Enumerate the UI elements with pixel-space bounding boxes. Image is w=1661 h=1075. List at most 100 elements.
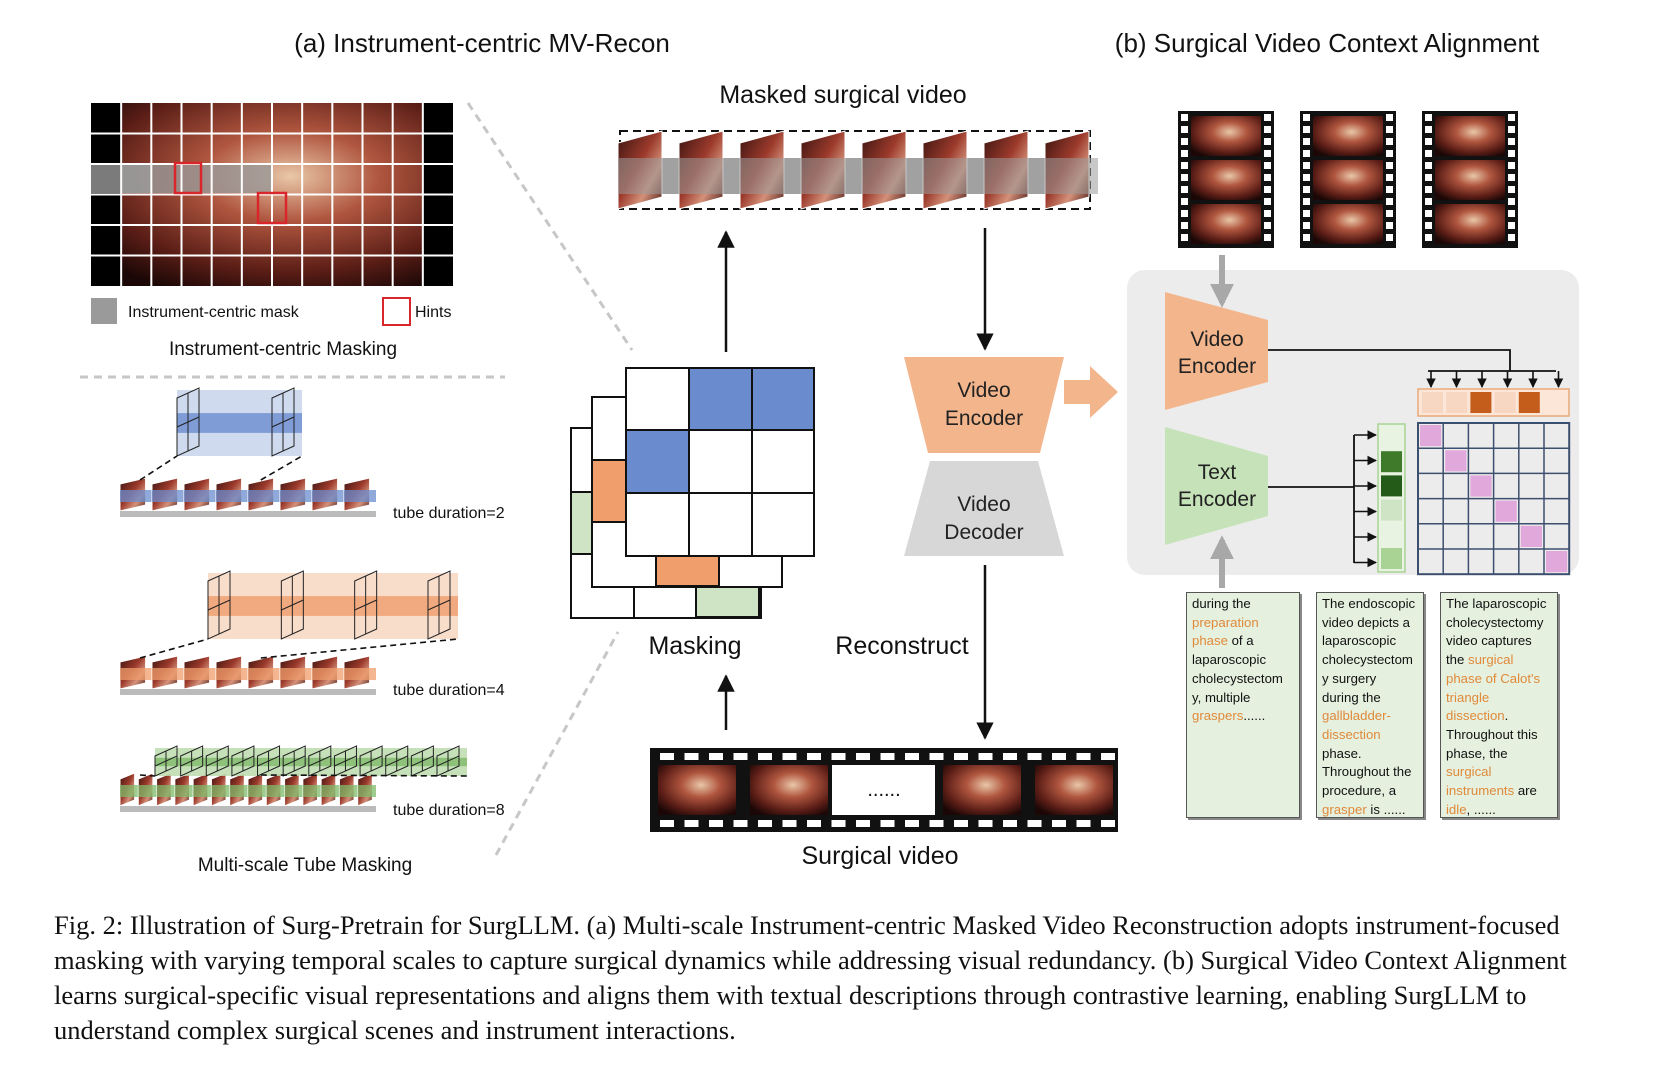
film-hole — [660, 753, 674, 760]
text-line: Throughout the — [1322, 764, 1412, 780]
tube-band — [120, 490, 152, 502]
text-embed-cell — [1381, 499, 1402, 521]
text-encoder-b-line2: Encoder — [1178, 488, 1256, 511]
film-hole — [1003, 820, 1017, 827]
film-hole — [660, 820, 674, 827]
tube-cell — [385, 745, 409, 777]
video-decoder-center-line2: Decoder — [944, 521, 1023, 544]
tube-zoom-band — [208, 596, 458, 616]
zoom-line-top — [466, 102, 634, 351]
tube-cell — [180, 745, 204, 777]
film-hole — [929, 753, 944, 760]
matrix-diagonal-cell — [1420, 425, 1442, 447]
tube-cell — [231, 745, 255, 777]
text-line: phase of Calot's — [1446, 670, 1541, 686]
surgical-video-label: Surgical video — [801, 842, 958, 870]
tube-cell — [280, 570, 304, 640]
text-line: phase of a — [1192, 633, 1254, 649]
film-hole — [1003, 753, 1017, 760]
tube-band — [248, 668, 280, 680]
tube-band — [174, 785, 194, 797]
film-hole — [807, 753, 821, 760]
text-line: y surgery — [1322, 670, 1377, 686]
matrix-diagonal-cell — [1445, 450, 1467, 472]
tube-zoom-band — [155, 757, 467, 767]
video-embed-cell — [1494, 392, 1516, 413]
film-hole — [954, 820, 968, 827]
tube-band — [284, 785, 303, 797]
video-embedding-row — [1417, 371, 1570, 417]
tube-band — [138, 785, 157, 797]
video-encoder-center-line2: Encoder — [945, 407, 1023, 430]
text-line: gallbladder- — [1322, 708, 1391, 724]
film-hole — [1101, 753, 1115, 760]
masked-band-overlay — [618, 158, 1098, 194]
film-clip — [1422, 111, 1518, 248]
tube-band — [280, 490, 312, 502]
multi-scale-tubes — [119, 387, 468, 812]
text-description-2: The endoscopic video depicts a laparoscopi… — [1316, 592, 1424, 818]
film-hole — [709, 753, 723, 760]
masked-video-label: Masked surgical video — [719, 81, 966, 109]
film-gap — [832, 765, 935, 815]
text-line: laparoscopic — [1322, 633, 1397, 649]
text-line: graspers...... — [1192, 708, 1266, 724]
text-embedding-column — [1354, 423, 1406, 573]
text-embed-cell — [1381, 451, 1402, 473]
tube-label-2: tube duration=2 — [393, 505, 505, 522]
film-frame — [750, 765, 828, 815]
text-line: the surgical — [1446, 652, 1514, 668]
tube-cell — [176, 387, 200, 457]
film-hole — [758, 753, 772, 760]
legend-mask-label: Instrument-centric mask — [128, 304, 300, 321]
text-line: video depicts a — [1322, 614, 1410, 630]
tube-connector — [139, 774, 156, 777]
tube-band — [120, 785, 139, 797]
tube-cell — [354, 570, 378, 640]
tube-cell — [436, 745, 460, 777]
panel-a-title: (a) Instrument-centric MV-Recon — [294, 28, 670, 58]
text-line: y, multiple — [1192, 689, 1251, 705]
text-encoder-b-line1: Text — [1198, 461, 1237, 484]
tube-cell — [410, 745, 434, 777]
instrument-masking-image — [91, 103, 453, 286]
matrix-diagonal-cell — [1495, 500, 1517, 522]
film-hole — [905, 820, 919, 827]
tube-band — [193, 785, 212, 797]
video-encoder-b-line2: Encoder — [1178, 355, 1256, 378]
tube-band — [229, 785, 248, 797]
film-ellipsis: ...... — [867, 779, 900, 801]
legend-mask-swatch — [91, 298, 117, 324]
film-frame — [658, 765, 736, 815]
tube-connector — [260, 455, 303, 481]
tube-band — [184, 490, 216, 502]
film-hole — [1052, 753, 1066, 760]
video-embed-cell — [1518, 392, 1540, 413]
film-hole — [856, 820, 870, 827]
tube-band — [344, 668, 376, 680]
film-hole — [1027, 753, 1042, 760]
reconstruct-label: Reconstruct — [835, 632, 968, 660]
text-embed-frame — [1377, 423, 1406, 573]
text-line: The laparoscopic — [1446, 596, 1547, 611]
tube-band — [211, 785, 230, 797]
text-line: The endoscopic — [1322, 596, 1416, 611]
text-encoder-b — [1165, 427, 1268, 545]
film-hole — [978, 820, 993, 827]
film-hole — [954, 753, 968, 760]
text-line: grasper is ...... — [1322, 801, 1406, 817]
tube-connector — [260, 774, 468, 777]
video-decoder-center-line1: Video — [957, 493, 1010, 516]
tube-band — [152, 490, 184, 502]
video-embed-cell — [1422, 392, 1443, 413]
instrument-masking-label: Instrument-centric Masking — [169, 339, 397, 360]
tube-band — [312, 490, 344, 502]
film-hole — [782, 820, 797, 827]
hint-box-1 — [173, 161, 203, 195]
tube-band — [280, 668, 312, 680]
tube-connector — [260, 638, 459, 659]
surgical-video-strip: ...... — [650, 748, 1118, 832]
legend-hints-swatch — [382, 297, 411, 326]
film-hole — [856, 753, 870, 760]
film-hole — [831, 820, 846, 827]
